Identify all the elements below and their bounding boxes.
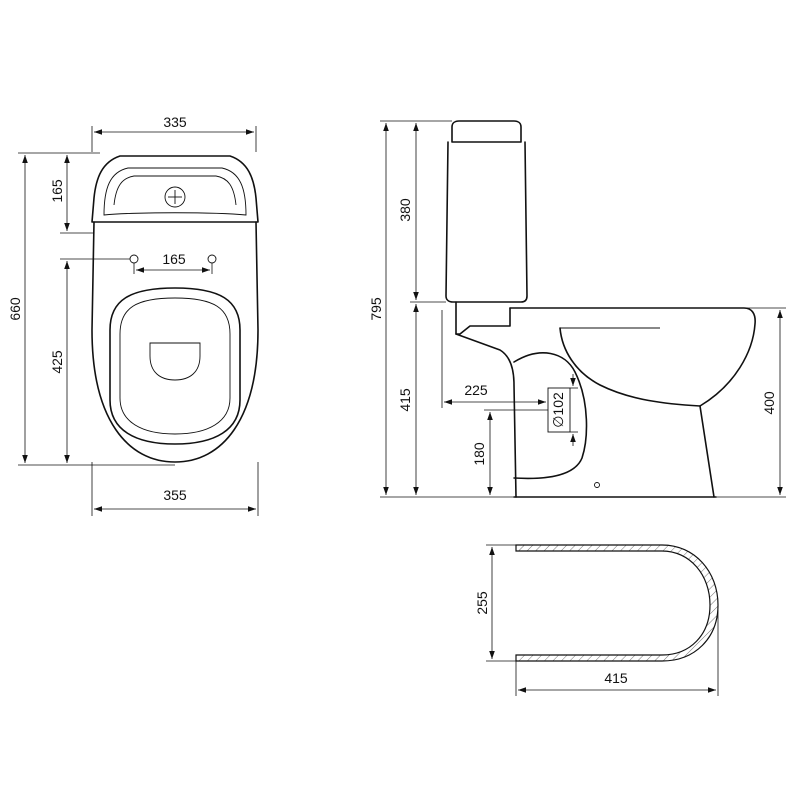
seat-outer bbox=[109, 287, 241, 445]
fixing-hole-left bbox=[129, 254, 139, 264]
fixing-hole-right bbox=[207, 254, 217, 264]
dim-width-bottom: 355 bbox=[163, 487, 187, 503]
dim-hole-spacing: 165 bbox=[162, 251, 186, 267]
tank-outline-top bbox=[91, 155, 259, 223]
side-view: 795 380 415 400 225 ∅102 180 bbox=[368, 120, 786, 498]
dim-section-width: 415 bbox=[604, 670, 628, 686]
water-opening bbox=[149, 342, 201, 381]
tank-body bbox=[445, 141, 528, 303]
dim-section-depth: 255 bbox=[474, 591, 490, 615]
dim-bowl-height: 400 bbox=[761, 391, 777, 415]
dim-fixing-to-back: 425 bbox=[49, 350, 65, 374]
tank-lid bbox=[451, 120, 522, 143]
floor-fixing bbox=[594, 482, 600, 488]
pedestal-front bbox=[699, 405, 715, 498]
bowl-outline-top bbox=[91, 221, 259, 463]
dim-inlet-height: 415 bbox=[397, 388, 413, 412]
trap-curve bbox=[559, 327, 701, 407]
outlet-trap bbox=[513, 352, 588, 480]
dim-tank-depth: 165 bbox=[49, 179, 65, 203]
pedestal-back bbox=[455, 333, 517, 498]
dim-width-top: 335 bbox=[163, 114, 187, 130]
section-view: 255 415 bbox=[474, 544, 719, 696]
tank-recess bbox=[103, 167, 247, 216]
flush-button bbox=[164, 186, 186, 208]
seat-section bbox=[515, 544, 719, 662]
dim-outlet-diameter: ∅102 bbox=[550, 392, 566, 428]
dim-outlet-center-height: 180 bbox=[471, 442, 487, 466]
top-view: 335 355 660 165 425 165 bbox=[7, 114, 259, 516]
dim-total-depth: 660 bbox=[7, 297, 23, 321]
dim-outlet-offset: 225 bbox=[464, 382, 488, 398]
seat-inner bbox=[119, 297, 231, 435]
tank-connector bbox=[455, 301, 511, 335]
dim-total-height: 795 bbox=[368, 297, 384, 321]
dim-tank-height: 380 bbox=[397, 198, 413, 222]
bowl-rim bbox=[509, 307, 756, 407]
